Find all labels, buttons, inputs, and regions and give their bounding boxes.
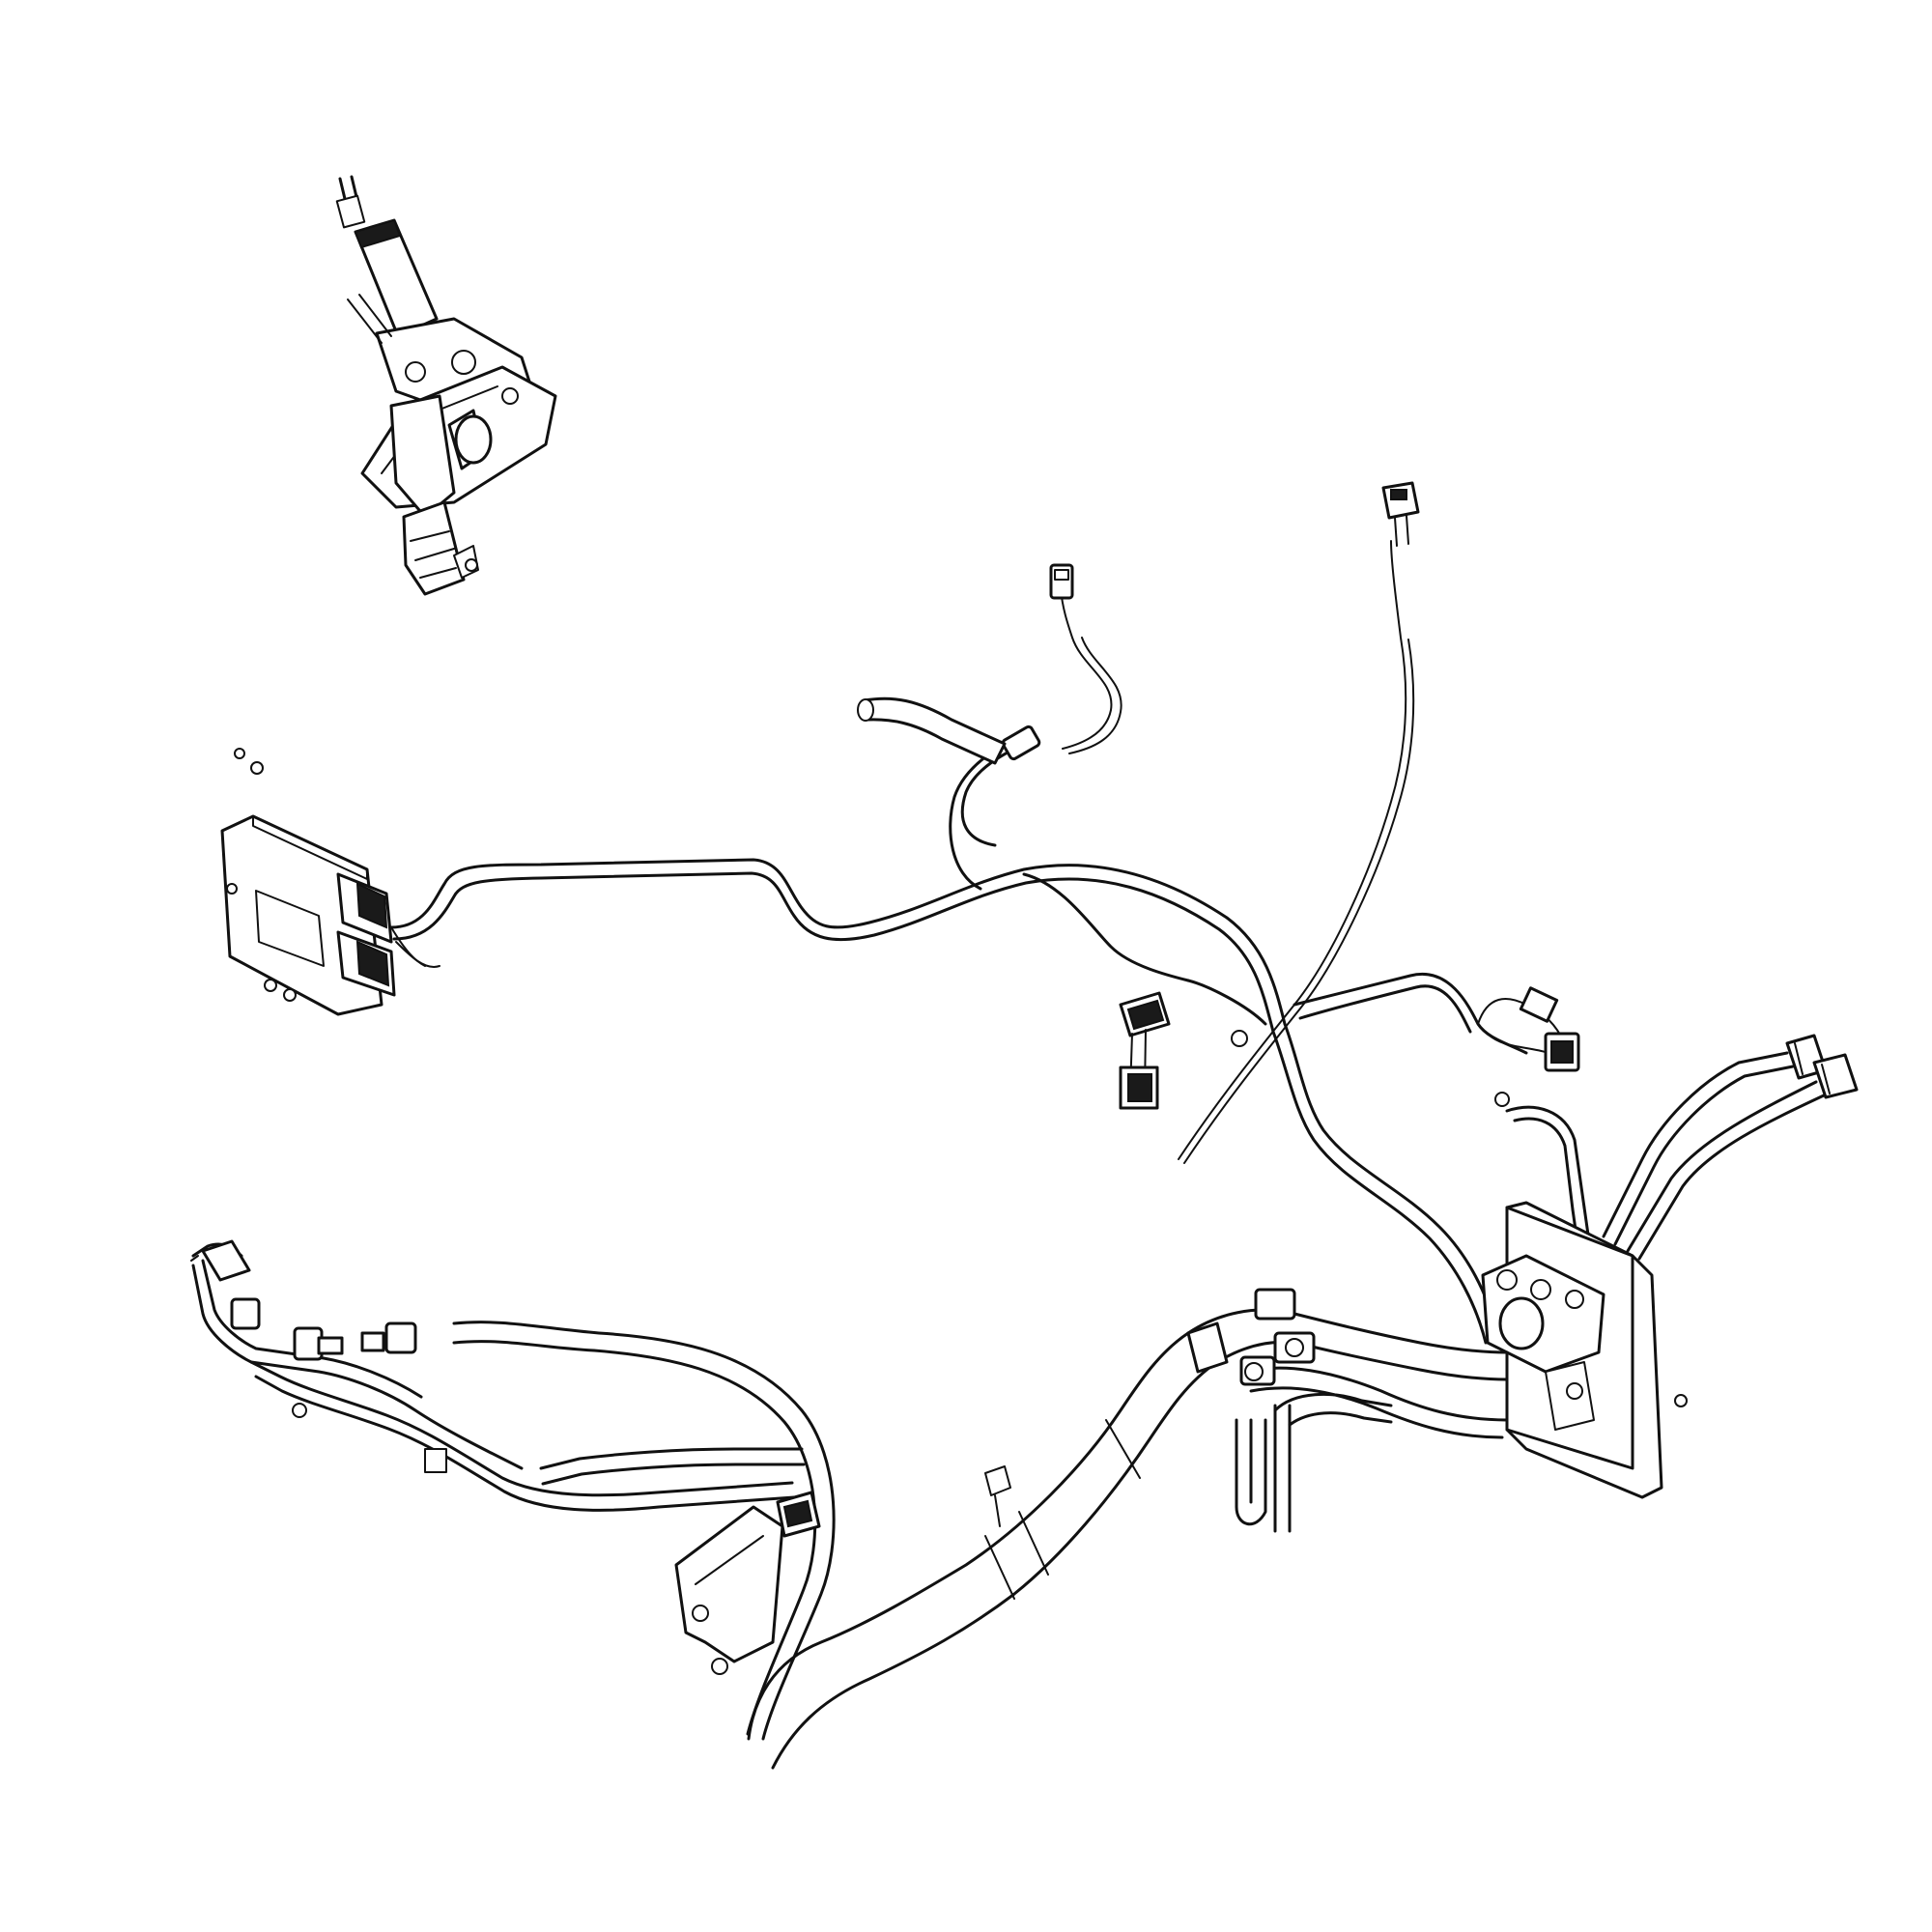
- steering-column: [335, 175, 557, 596]
- wiring-harness: [389, 481, 1859, 1345]
- hydraulic-lines: [190, 1239, 1509, 1770]
- control-module: [220, 748, 396, 1016]
- valve-block: [1481, 1201, 1688, 1499]
- mounting-bracket: [674, 1491, 821, 1675]
